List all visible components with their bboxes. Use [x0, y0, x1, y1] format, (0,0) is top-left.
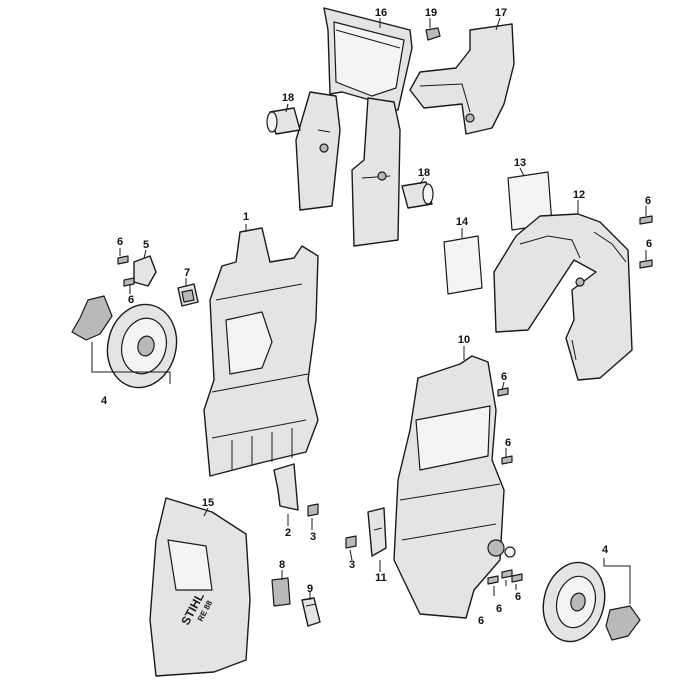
callout-8: 8	[279, 559, 285, 571]
callout-3-right: 3	[349, 559, 355, 571]
callout-4-left: 4	[101, 395, 108, 407]
callout-19: 19	[425, 7, 437, 19]
callout-18-lower: 18	[418, 167, 430, 179]
leader-lines	[91, 17, 647, 604]
callout-7: 7	[184, 267, 190, 279]
callout-10: 10	[458, 334, 470, 346]
part-front-cover: STIHL RE 88	[149, 497, 251, 677]
callout-2: 2	[285, 527, 291, 539]
part-bracket-2	[273, 463, 299, 511]
callout-18-upper: 18	[282, 92, 294, 104]
callout-11: 11	[375, 572, 387, 584]
callout-6-cover-mid: 6	[646, 238, 652, 250]
callout-15: 15	[202, 497, 214, 509]
callout-13: 13	[514, 157, 526, 169]
part-screw-upper-right	[639, 215, 653, 269]
part-screw-3	[307, 503, 357, 549]
callout-labels: 16 19 17 18 18 13 12 6 6 14 1 6 5 6 7 4 …	[101, 7, 652, 627]
callout-6-lower-c: 6	[515, 591, 521, 603]
callout-6-lower-b: 6	[496, 603, 502, 615]
part-switch	[177, 283, 199, 307]
part-bracket	[117, 255, 157, 287]
part-sheet	[443, 235, 483, 295]
callout-4-right: 4	[602, 544, 609, 556]
part-rear-cover	[493, 213, 633, 381]
part-knob-right	[401, 181, 434, 209]
callout-12: 12	[573, 189, 585, 201]
callout-14: 14	[456, 216, 469, 228]
part-block	[271, 577, 291, 607]
part-clamp	[301, 597, 321, 627]
callout-17: 17	[495, 7, 507, 19]
callout-9: 9	[307, 583, 313, 595]
part-lower-housing	[393, 355, 516, 619]
part-wheel-left	[71, 295, 178, 389]
callout-6-cover-top: 6	[645, 195, 651, 207]
part-small-bracket	[367, 507, 387, 557]
callout-5: 5	[143, 239, 149, 251]
part-wheel-right	[542, 561, 641, 643]
callout-6-lower-a: 6	[478, 615, 484, 627]
callout-6-housing-upper: 6	[501, 371, 507, 383]
part-main-housing	[203, 227, 319, 477]
callout-6-housing-mid: 6	[505, 437, 511, 449]
callout-3-left: 3	[310, 531, 316, 543]
part-screws-lower	[487, 387, 523, 585]
callout-1: 1	[243, 211, 249, 223]
callout-6-bracket-below: 6	[128, 294, 134, 306]
callout-6-bracket-left: 6	[117, 236, 123, 248]
part-clip	[425, 27, 441, 41]
callout-16: 16	[375, 7, 387, 19]
part-handle-frame	[295, 7, 413, 247]
part-hose-holder	[409, 23, 515, 135]
part-knob-left	[266, 107, 301, 135]
